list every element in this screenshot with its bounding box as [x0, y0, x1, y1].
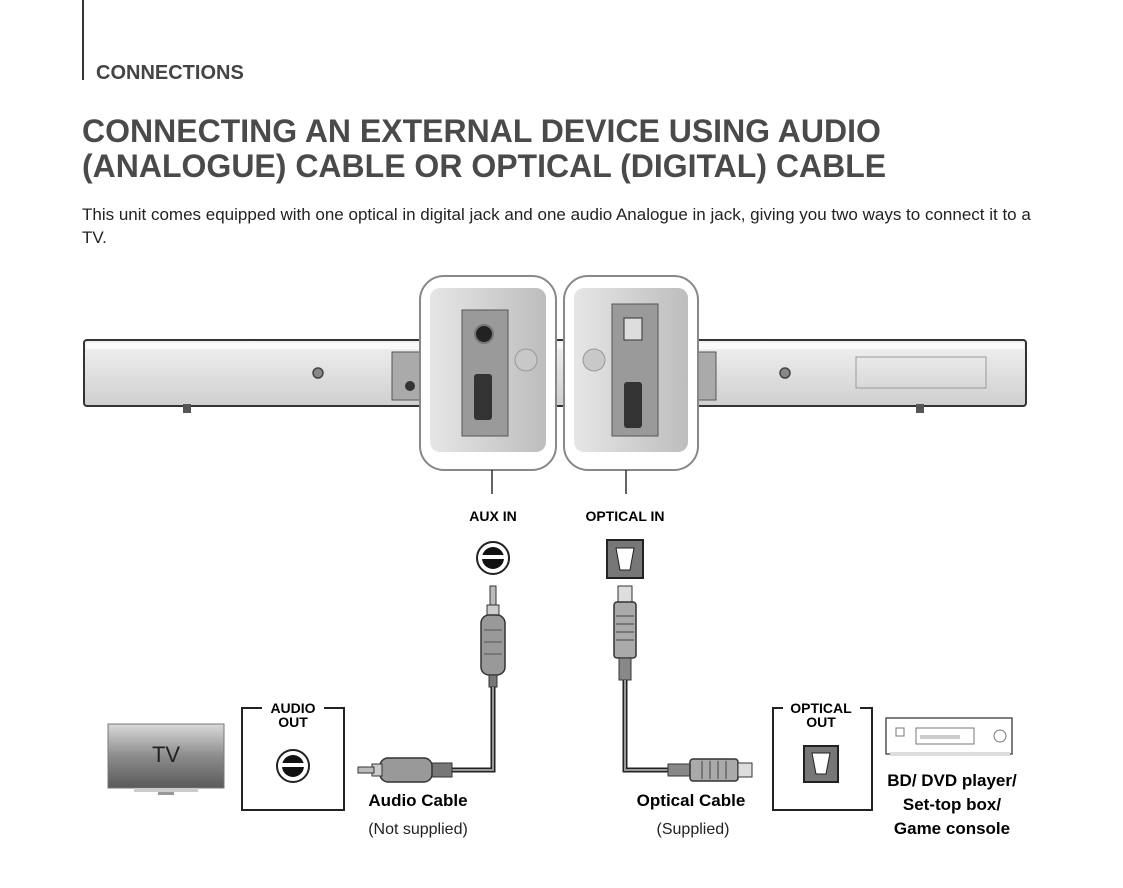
optical-port-closeup-icon [623, 317, 643, 341]
optical-zoom-callout [563, 275, 699, 471]
optical-cable-label: Optical Cable [637, 791, 746, 810]
page-title-line-1: CONNECTING AN EXTERNAL DEVICE USING AUDI… [82, 113, 881, 149]
audio-cable-note: (Not supplied) [368, 821, 468, 838]
aux-in-jack-icon [476, 541, 510, 575]
screw-right-icon [779, 367, 791, 379]
soundbar-jack-icon [405, 381, 415, 391]
hdmi-port-right-icon [624, 382, 642, 428]
optical-out-jack-icon [803, 745, 839, 783]
aux-port-closeup-icon [474, 324, 494, 344]
aux-zoom-callout [419, 275, 557, 471]
tv-illustration: TV [107, 723, 225, 795]
tv-label: TV [152, 742, 180, 767]
dvd-player-illustration [885, 717, 1013, 756]
audio-out-label-line-1: AUDIO [270, 700, 315, 716]
optical-out-label-line-2: OUT [806, 714, 836, 730]
device-label-line-1: BD/ DVD player/ [887, 771, 1017, 790]
optical-cable-plug-horizontal [667, 758, 753, 782]
optical-cable-plug-vertical [613, 585, 637, 681]
audio-cable-plug-vertical [480, 585, 506, 688]
optical-in-jack-icon [606, 539, 644, 579]
page-title: CONNECTING AN EXTERNAL DEVICE USING AUDI… [82, 114, 982, 184]
optical-out-box: OPTICAL OUT [772, 700, 873, 811]
hdmi-port-left-icon [474, 374, 492, 420]
audio-cable-label: Audio Cable [368, 791, 467, 810]
device-label-line-2: Set-top box/ [903, 795, 1001, 814]
optical-out-label-line-1: OPTICAL [790, 700, 852, 716]
audio-out-box: AUDIO OUT [241, 700, 345, 811]
screw-left-icon [312, 367, 324, 379]
optical-in-label: OPTICAL IN [585, 508, 664, 524]
device-label-line-3: Game console [894, 819, 1010, 838]
margin-rule [82, 0, 84, 80]
intro-paragraph: This unit comes equipped with one optica… [82, 205, 1031, 247]
section-label: CONNECTIONS [96, 62, 244, 84]
optical-cable-note: (Supplied) [657, 821, 730, 838]
audio-out-label-line-2: OUT [278, 714, 308, 730]
aux-in-label: AUX IN [469, 508, 516, 524]
page-title-line-2: (ANALOGUE) CABLE OR OPTICAL (DIGITAL) CA… [82, 148, 887, 184]
audio-cable-plug-horizontal [357, 757, 453, 783]
